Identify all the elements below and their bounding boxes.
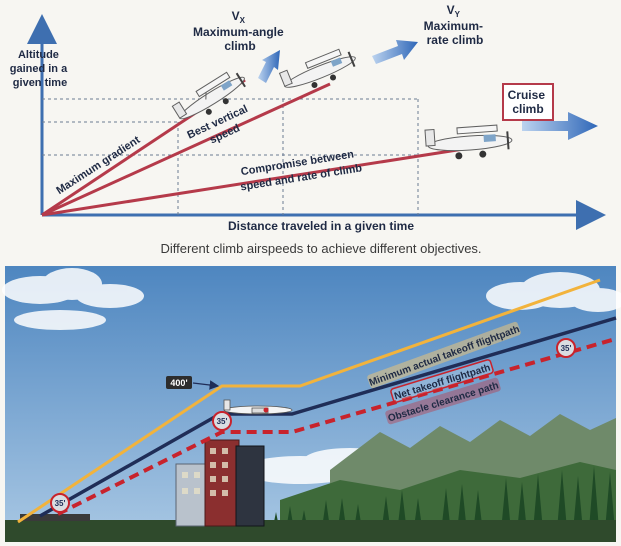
cruise-label: Cruise climb (508, 88, 549, 116)
height-400-pointer (192, 380, 220, 390)
max-gradient-label: Maximum gradient (54, 134, 142, 197)
guide-lines (42, 98, 419, 215)
buildings (175, 439, 265, 527)
airplane-icon (171, 71, 246, 120)
clearance-35-a: 35' (212, 411, 232, 431)
ground (5, 520, 616, 542)
min-flightpath-tag (367, 321, 521, 389)
obstacle-path-tag (385, 377, 501, 425)
x-axis-label: Distance traveled in a given time (228, 219, 414, 233)
vy-arrow (372, 40, 418, 64)
vy-line (41, 82, 331, 217)
cruise-arrow (522, 112, 598, 140)
min-flightpath-line (17, 278, 601, 524)
cruise-box (502, 83, 554, 121)
vx-arrow (258, 50, 280, 83)
caption: Different climb airspeeds to achieve dif… (160, 241, 481, 256)
cruise-line (41, 146, 471, 217)
svg-text:35': 35' (561, 344, 572, 353)
airplane-icon (424, 124, 513, 160)
clearance-35-c: 35' (50, 493, 70, 513)
height-400-label: 400' (170, 378, 187, 388)
svg-text:35': 35' (55, 499, 66, 508)
vy-label: VY Maximum- rate climb (424, 3, 487, 47)
svg-text:35': 35' (217, 417, 228, 426)
jet-icon (223, 399, 293, 415)
y-axis-label: Altitude gained in a given time (10, 49, 71, 89)
net-flightpath-tag (390, 359, 494, 403)
height-400-badge (166, 376, 192, 389)
clearance-35-b: 35' (556, 338, 576, 358)
airplane-icon (278, 48, 356, 89)
top-diagram: Altitude gained in a given time Distance… (10, 3, 606, 256)
vx-label: VX Maximum-angle climb (193, 9, 287, 53)
bottom-illustration: Minimum actual takeoff flightpath Net ta… (2, 266, 621, 542)
compromise-label: Compromise between speed and rate of cli… (237, 148, 363, 194)
runway (20, 514, 90, 521)
